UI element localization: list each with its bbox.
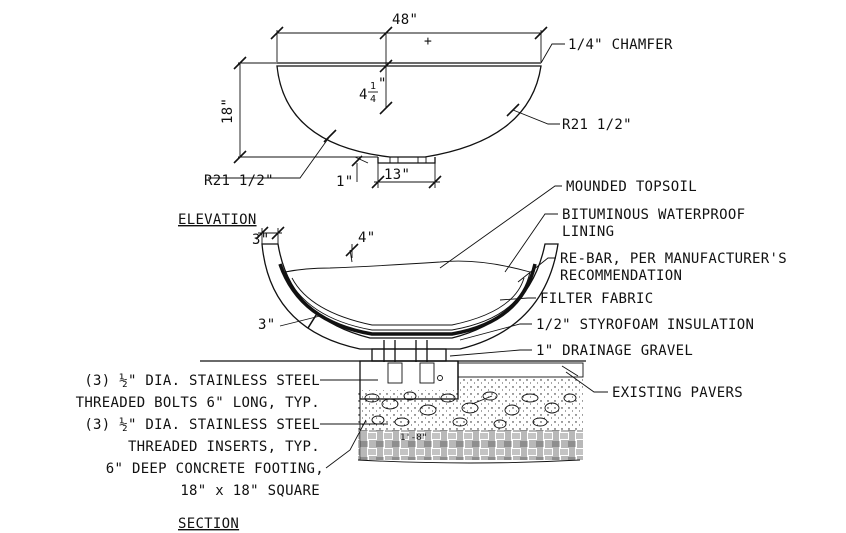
dim-base-label: 13"	[384, 167, 410, 183]
label-drainage-gravel: 1" DRAINAGE GRAVEL	[536, 343, 693, 359]
elevation-title: ELEVATION	[178, 212, 257, 228]
center-mark: +	[424, 34, 432, 49]
label-inserts-1: (3) ½" DIA. STAINLESS STEEL	[84, 417, 320, 433]
svg-text:1: 1	[370, 81, 376, 92]
label-mounded-topsoil: MOUNDED TOPSOIL	[566, 179, 697, 195]
elevation-view	[208, 26, 565, 189]
label-styrofoam: 1/2" STYROFOAM INSULATION	[536, 317, 754, 333]
section-view: 1'-8"	[200, 185, 608, 469]
label-footing-2: 18" x 18" SQUARE	[180, 483, 320, 499]
label-rebar-2: RECOMMENDATION	[560, 268, 682, 284]
label-inserts-2: THREADED INSERTS, TYP.	[128, 439, 320, 455]
label-waterproof-1: BITUMINOUS WATERPROOF	[562, 207, 745, 223]
label-rebar-1: RE-BAR, PER MANUFACTURER'S	[560, 251, 787, 267]
waterproof-lining	[278, 263, 537, 336]
svg-text:4: 4	[359, 87, 368, 103]
footing-dim-text: 1'-8"	[400, 433, 427, 443]
radius-right-label: R21 1/2"	[562, 117, 632, 133]
label-waterproof-2: LINING	[562, 224, 614, 240]
dim-one-label: 1"	[336, 174, 353, 190]
dim-bottom-label: 3"	[258, 317, 275, 333]
chamfer-label: 1/4" CHAMFER	[568, 37, 673, 53]
label-bolts-1: (3) ½" DIA. STAINLESS STEEL	[84, 373, 320, 389]
dim-width-label: 48"	[392, 12, 418, 28]
drainage-gravel-layer	[358, 390, 583, 430]
dim-rim-fraction: 4 1 4 "	[359, 76, 387, 105]
svg-text:4: 4	[370, 94, 376, 105]
elevation-bowl-outline	[276, 65, 542, 158]
label-filter-fabric: FILTER FABRIC	[540, 291, 653, 307]
svg-text:": "	[378, 76, 387, 92]
label-existing-pavers: EXISTING PAVERS	[612, 385, 743, 401]
dim-height-label: 18"	[220, 98, 236, 124]
label-footing-1: 6" DEEP CONCRETE FOOTING,	[106, 461, 324, 477]
dim-gap-label: 4"	[358, 230, 375, 246]
label-bolts-2: THREADED BOLTS 6" LONG, TYP.	[76, 395, 320, 411]
existing-pavers	[457, 362, 584, 378]
dim-wall-label: 3"	[252, 232, 269, 248]
section-title: SECTION	[178, 516, 239, 532]
mounded-topsoil	[284, 260, 531, 331]
radius-left-label: R21 1/2"	[204, 173, 274, 189]
